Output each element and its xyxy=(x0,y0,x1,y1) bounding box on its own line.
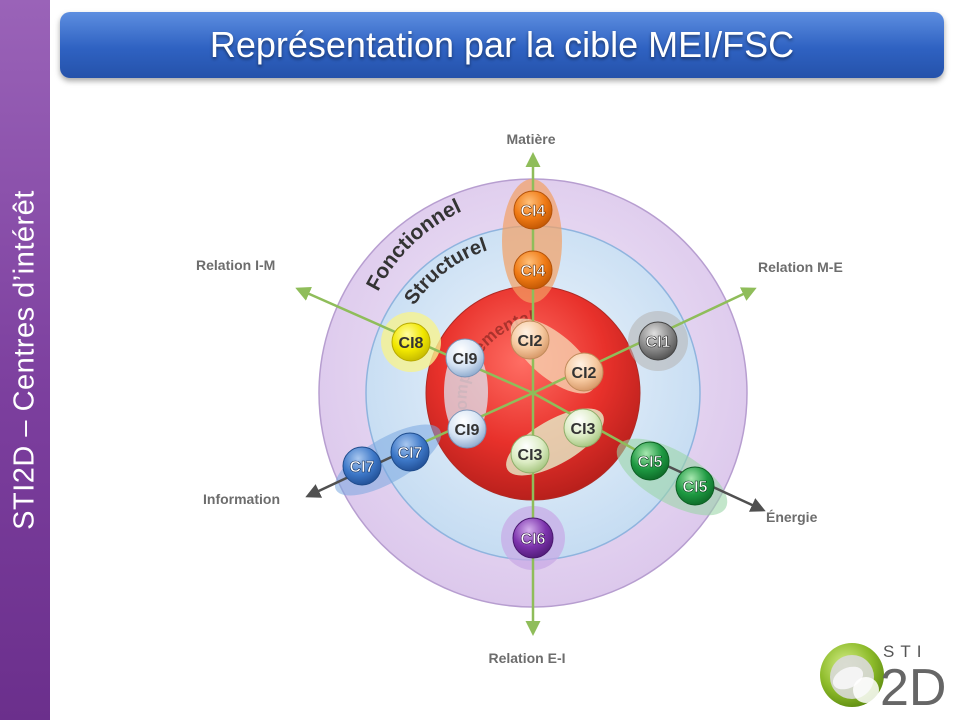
node-ci8: CI8 xyxy=(391,322,431,362)
node-ci4-structurel: CI4 xyxy=(513,250,553,290)
axis-label-relation-ei: Relation E-I xyxy=(488,650,565,666)
axis-label-energie: Énergie xyxy=(766,509,818,525)
axis-label-matiere: Matière xyxy=(506,131,555,147)
node-ci9-upper: CI9 xyxy=(445,338,485,378)
svg-text:CI2: CI2 xyxy=(572,365,597,382)
node-ci4-fonctionnel: CI4 xyxy=(513,190,553,230)
svg-text:CI1: CI1 xyxy=(646,334,671,351)
svg-text:CI2: CI2 xyxy=(518,333,543,350)
svg-text:CI3: CI3 xyxy=(571,421,596,438)
node-ci6: CI6 xyxy=(512,517,554,559)
node-ci9-lower: CI9 xyxy=(447,409,487,449)
svg-text:CI6: CI6 xyxy=(521,531,546,548)
node-ci3-right: CI3 xyxy=(563,408,603,448)
title-banner: Représentation par la cible MEI/FSC xyxy=(60,12,944,78)
node-ci7-outer: CI7 xyxy=(342,446,382,486)
logo-top-text: STI xyxy=(883,642,927,661)
page-title: Représentation par la cible MEI/FSC xyxy=(209,24,795,65)
node-ci3-left: CI3 xyxy=(510,434,550,474)
sidebar: STI2D – Centres d’intérêt xyxy=(0,0,50,720)
node-ci2-lower: CI2 xyxy=(564,352,604,392)
axis-label-relation-me: Relation M-E xyxy=(758,259,843,275)
svg-text:CI3: CI3 xyxy=(518,447,543,464)
node-ci7-inner: CI7 xyxy=(390,432,430,472)
node-ci1: CI1 xyxy=(638,321,678,361)
svg-text:CI9: CI9 xyxy=(453,351,478,368)
node-ci5-outer: CI5 xyxy=(675,466,715,506)
axis-label-relation-im: Relation I-M xyxy=(196,257,275,273)
svg-text:CI7: CI7 xyxy=(398,445,423,462)
svg-text:CI5: CI5 xyxy=(638,454,663,471)
svg-text:CI4: CI4 xyxy=(521,203,546,220)
svg-text:CI8: CI8 xyxy=(399,335,424,352)
svg-text:CI9: CI9 xyxy=(455,422,480,439)
logo-main-text: 2D xyxy=(880,659,946,717)
node-ci5-inner: CI5 xyxy=(630,441,670,481)
axis-label-information: Information xyxy=(203,491,280,507)
svg-text:CI5: CI5 xyxy=(683,479,708,496)
svg-text:CI4: CI4 xyxy=(521,263,546,280)
node-ci2-upper: CI2 xyxy=(510,320,550,360)
sti2d-logo: STI 2D xyxy=(820,642,946,717)
svg-text:CI7: CI7 xyxy=(350,459,375,476)
